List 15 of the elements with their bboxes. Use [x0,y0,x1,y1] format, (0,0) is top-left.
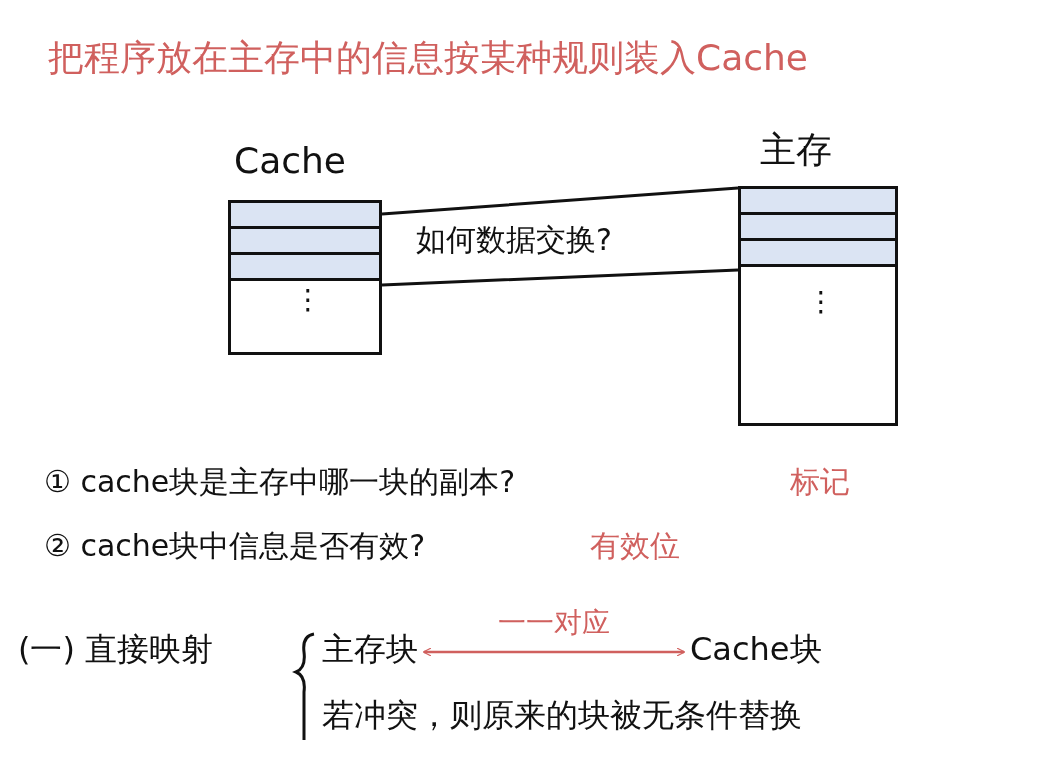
band-label: 如何数据交换? [416,221,612,259]
ellipsis-mark: ⋮ [806,285,836,318]
note-text: 若冲突，则原来的块被无条件替换 [322,695,802,736]
ellipsis-mark: ⋮ [293,283,323,316]
term-text: 主存块 [322,628,418,672]
memory-heading: 主存 [760,128,832,172]
question-text: ① cache块是主存中哪一块的副本? [44,463,516,501]
answer-text: 标记 [790,463,850,501]
memory-heading: Cache [234,140,346,181]
term-text: Cache块 [690,628,822,672]
question-text: ② cache块中信息是否有效? [44,527,426,565]
double-arrow [422,647,686,657]
answer-text: 有效位 [590,527,680,565]
section-heading: (一) 直接映射 [18,629,214,670]
title: 把程序放在主存中的信息按某种规则装入Cache [48,36,808,80]
